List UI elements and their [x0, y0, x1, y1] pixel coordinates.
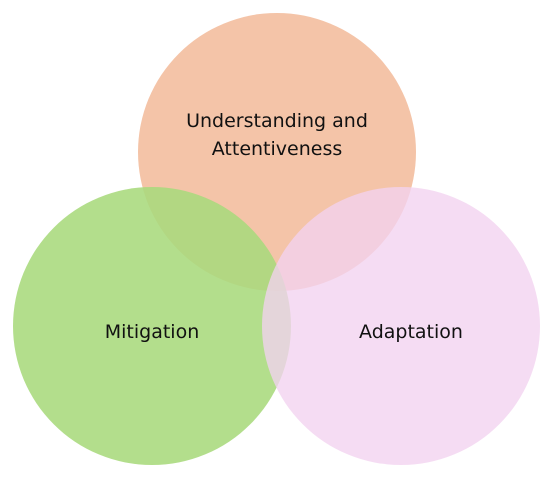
venn-circles [13, 13, 540, 465]
venn-labels: Understanding and Attentiveness Mitigati… [105, 110, 463, 343]
label-understanding-line-1: Understanding and [186, 110, 368, 132]
circle-mitigation [13, 187, 291, 465]
label-mitigation: Mitigation [105, 321, 200, 343]
label-understanding-line-2: Attentiveness [212, 138, 343, 160]
circle-adaptation [262, 187, 540, 465]
label-adaptation: Adaptation [359, 321, 463, 343]
